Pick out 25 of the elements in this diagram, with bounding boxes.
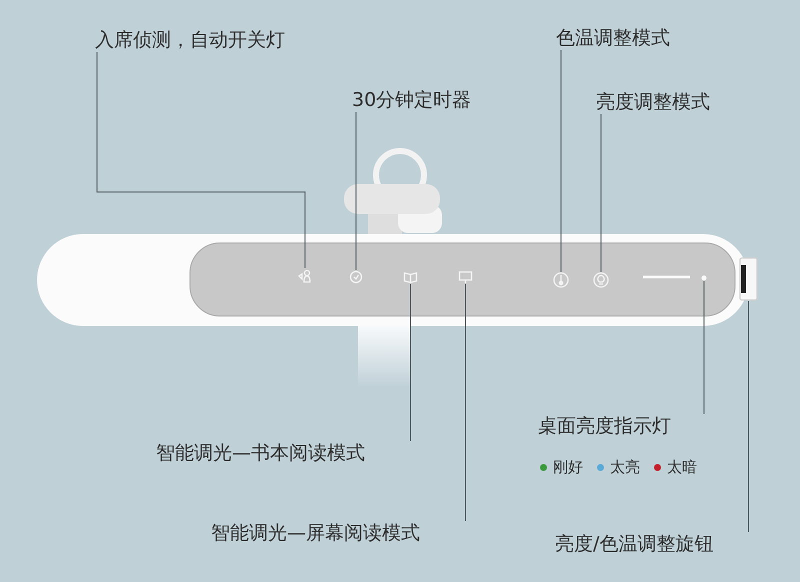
leader-line <box>410 284 411 442</box>
leader-line <box>560 50 562 272</box>
leader-line <box>748 300 749 532</box>
feature-label: 亮度/色温调整旋钮 <box>555 532 714 556</box>
thermometer-icon <box>553 272 569 288</box>
legend-label: 太亮 <box>610 458 640 477</box>
feature-label: 智能调光—书本阅读模式 <box>156 441 365 465</box>
feature-label: 30分钟定时器 <box>352 88 472 112</box>
legend-label: 刚好 <box>553 458 583 477</box>
feature-label: 桌面亮度指示灯 <box>538 414 671 438</box>
legend-label: 太暗 <box>667 458 697 477</box>
leader-line <box>600 114 602 272</box>
book-icon <box>403 270 418 284</box>
feature-label: 入席侦测，自动开关灯 <box>95 28 285 52</box>
feature-label: 色温调整模式 <box>556 26 670 50</box>
person-sensor-icon <box>298 268 312 284</box>
indicator-light <box>701 275 707 281</box>
monitor-icon <box>458 270 473 284</box>
rotary-knob <box>739 257 758 301</box>
clock-icon <box>349 270 363 284</box>
leader-line <box>96 52 306 268</box>
lightbulb-icon <box>593 272 609 288</box>
feature-label: 亮度调整模式 <box>596 90 710 114</box>
leader-line <box>465 284 466 522</box>
feature-label: 智能调光—屏幕阅读模式 <box>211 521 420 545</box>
